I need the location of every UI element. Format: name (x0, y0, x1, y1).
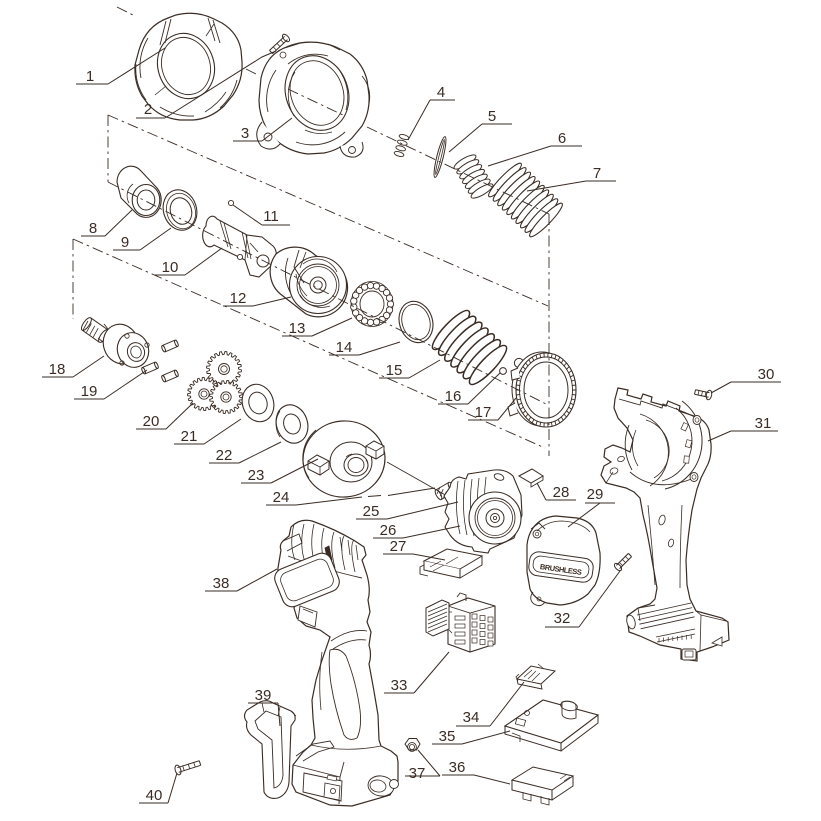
svg-text:35: 35 (439, 728, 456, 745)
svg-text:18: 18 (49, 361, 66, 378)
svg-text:34: 34 (463, 709, 480, 726)
svg-text:17: 17 (475, 404, 492, 421)
svg-text:36: 36 (449, 759, 466, 776)
svg-text:20: 20 (143, 413, 160, 430)
svg-text:33: 33 (391, 677, 408, 694)
svg-text:3: 3 (241, 125, 249, 142)
svg-text:39: 39 (255, 687, 272, 704)
svg-text:9: 9 (121, 234, 129, 251)
svg-text:2: 2 (144, 101, 152, 118)
svg-text:4: 4 (437, 84, 445, 101)
svg-text:31: 31 (755, 415, 772, 432)
svg-text:24: 24 (273, 489, 290, 506)
svg-text:16: 16 (445, 388, 462, 405)
svg-text:12: 12 (230, 290, 247, 307)
svg-text:21: 21 (181, 428, 198, 445)
svg-text:7: 7 (593, 165, 601, 182)
svg-text:26: 26 (380, 522, 397, 539)
svg-text:6: 6 (558, 130, 566, 147)
svg-text:5: 5 (488, 108, 496, 125)
svg-text:27: 27 (390, 538, 407, 555)
svg-text:37: 37 (409, 765, 426, 782)
svg-text:19: 19 (81, 383, 98, 400)
svg-text:29: 29 (587, 486, 604, 503)
svg-text:10: 10 (162, 259, 179, 276)
svg-text:15: 15 (386, 362, 403, 379)
svg-text:32: 32 (554, 610, 571, 627)
svg-text:1: 1 (86, 68, 94, 85)
svg-text:11: 11 (263, 208, 279, 225)
svg-text:13: 13 (289, 320, 306, 337)
svg-text:40: 40 (146, 787, 163, 804)
svg-text:22: 22 (216, 447, 233, 464)
svg-text:23: 23 (248, 467, 265, 484)
svg-text:25: 25 (363, 503, 380, 520)
svg-text:28: 28 (553, 484, 570, 501)
svg-text:30: 30 (758, 366, 775, 383)
svg-text:38: 38 (213, 575, 230, 592)
svg-text:14: 14 (336, 339, 353, 356)
svg-text:8: 8 (89, 220, 97, 237)
